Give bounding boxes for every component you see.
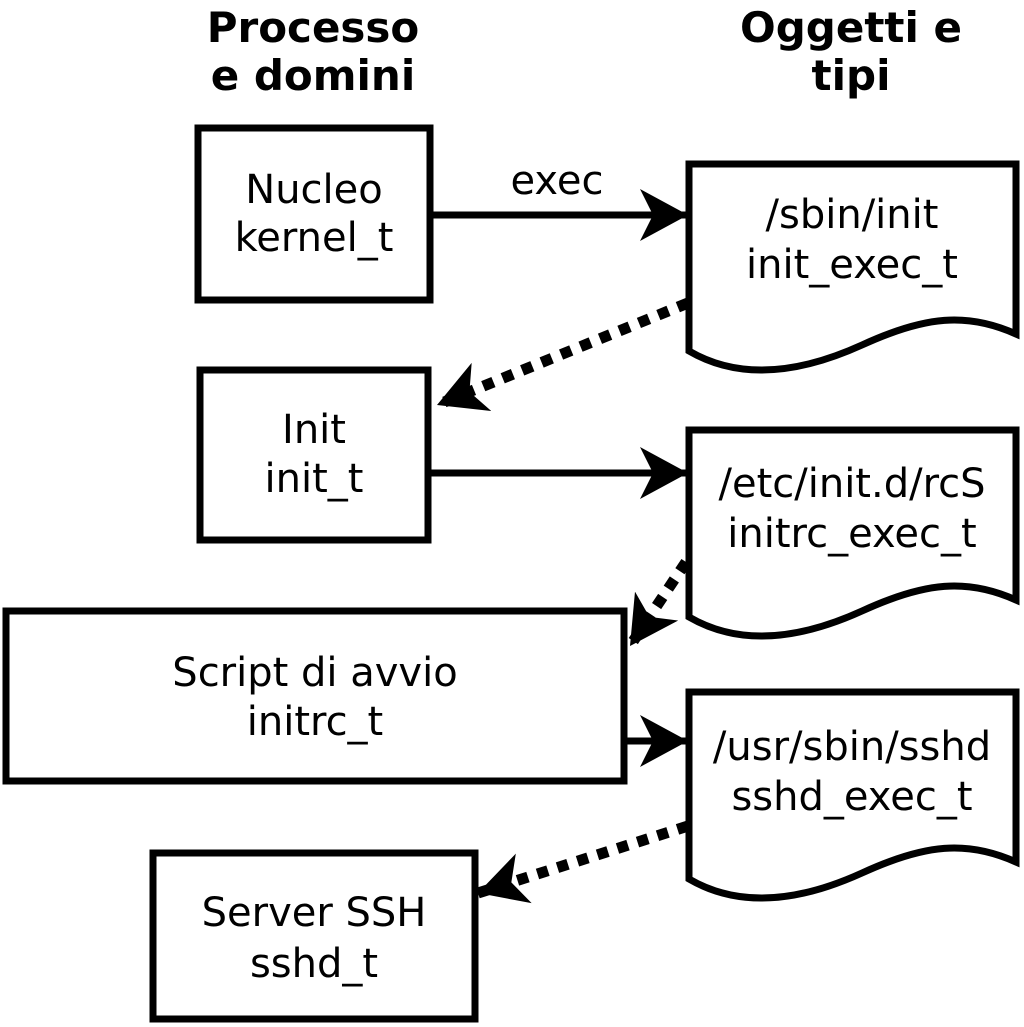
process-box-shape [149,849,479,1023]
process-box-initrc: Script di avvio initrc_t [2,607,628,785]
process-box-sshd: Server SSH sshd_t [149,849,479,1023]
right-column-header-line1: Oggetti e [740,3,962,52]
document-type-label: initrc_exec_t [727,511,976,557]
exec-arrows: exec [430,158,688,767]
transition-arrow-rcs-to-initrc [625,558,691,650]
document-path-label: /sbin/init [766,192,939,238]
right-column-header-line2: tipi [812,51,891,100]
document-shape [685,160,1020,374]
document-shape [685,426,1020,640]
process-box-shape [194,124,434,304]
document-shape [685,688,1020,902]
document-etc-initd-rcs: /etc/init.d/rcS initrc_exec_t [685,426,1020,640]
left-column-header-line1: Processo [207,3,420,52]
process-name-label: Nucleo [245,167,382,213]
process-box-init: Init init_t [196,366,432,544]
document-type-label: sshd_exec_t [731,774,972,820]
document-sbin-init: /sbin/init init_exec_t [685,160,1020,374]
exec-arrow-label: exec [511,158,604,204]
transition-arrow-sbin-init-to-init [434,297,691,412]
document-path-label: /usr/sbin/sshd [713,724,991,770]
process-box-shape [2,607,628,785]
column-headers: Processo e domini Oggetti e tipi [207,3,962,100]
process-box-shape [196,366,432,544]
process-domain-label: init_t [265,456,364,502]
process-name-label: Server SSH [202,890,427,936]
transition-arrow-sshd-exec-to-sshd [476,820,690,904]
left-column-header-line2: e domini [211,51,415,100]
process-domain-label: initrc_t [247,699,384,745]
document-usr-sbin-sshd: /usr/sbin/sshd sshd_exec_t [685,688,1020,902]
process-name-label: Script di avvio [172,650,457,696]
process-domain-label: kernel_t [235,215,394,261]
process-domain-label: sshd_t [250,941,378,987]
document-type-label: init_exec_t [746,242,958,288]
transition-arrows [434,297,691,904]
process-name-label: Init [282,407,346,453]
document-path-label: /etc/init.d/rcS [718,461,985,507]
process-box-kernel: Nucleo kernel_t [194,124,434,304]
